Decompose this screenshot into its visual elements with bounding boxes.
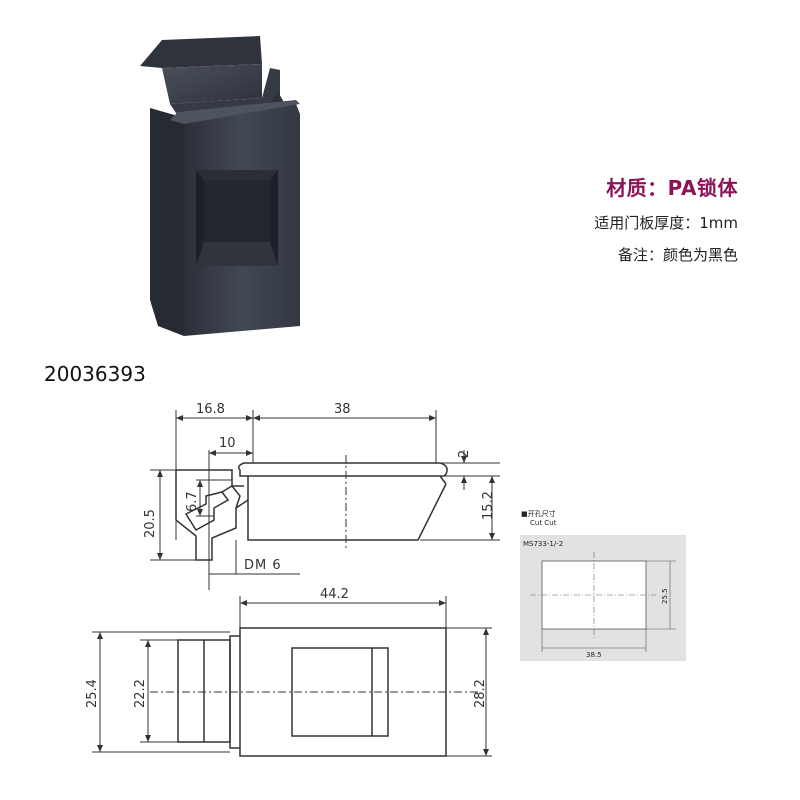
color-note-label: 备注：颜色为黑色 [617, 246, 738, 264]
dim-20-5: 20.5 [143, 509, 158, 538]
side-view-drawing [150, 410, 500, 590]
cutout-height: 25.5 [661, 588, 669, 604]
dim-10: 10 [219, 436, 236, 451]
dim-28-2: 28.2 [473, 679, 488, 708]
cutout-subtitle: Cut Cut [530, 519, 557, 527]
dim-6-7: 6.7 [185, 491, 200, 512]
dim-22-2: 22.2 [133, 679, 148, 708]
dim-38: 38 [334, 402, 351, 417]
dim-44-2: 44.2 [320, 587, 349, 602]
cutout-title: ■开孔尺寸 [521, 509, 556, 518]
cutout-model: MS733-1/-2 [523, 540, 563, 548]
dim-16-8: 16.8 [196, 402, 225, 417]
dim-15-2: 15.2 [481, 491, 496, 520]
material-label: 材质：PA锁体 [606, 176, 738, 200]
dim-2: 2 [457, 450, 472, 458]
cutout-width: 38.5 [586, 651, 602, 659]
part-code: 20036393 [44, 362, 146, 386]
dim-25-4: 25.4 [85, 679, 100, 708]
product-photo [140, 36, 300, 336]
door-thickness-label: 适用门板厚度：1mm [594, 214, 738, 232]
dm-6-label: DM 6 [244, 558, 282, 573]
cutout-diagram [520, 535, 686, 661]
front-view-drawing [92, 596, 492, 757]
